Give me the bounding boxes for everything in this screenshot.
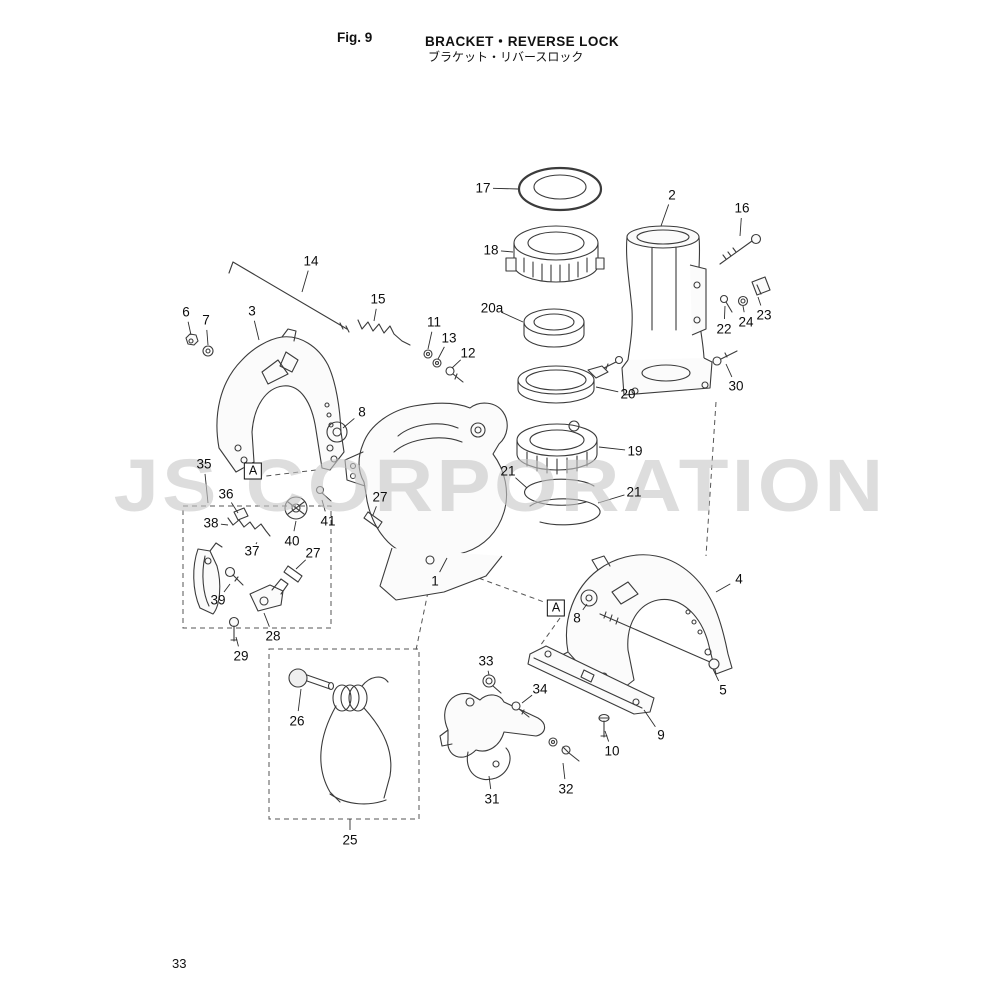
washer-part8-right [580, 589, 598, 607]
pin-part27-upper [363, 511, 383, 529]
lock-lever-part35 [193, 548, 221, 615]
bolt-part41 [315, 485, 332, 502]
clip-part23 [751, 276, 771, 296]
leader-lines [187, 187, 762, 830]
pin-part27-lower [283, 565, 303, 583]
swivel-housing-part1 [344, 402, 508, 601]
figure-title-english: BRACKET・REVERSE LOCK [425, 34, 620, 49]
reverse-lock-hook-part31 [439, 692, 546, 780]
tilt-rod-part14 [228, 261, 350, 333]
bolt-part30 [712, 350, 738, 366]
assembly-reference-lines [265, 401, 717, 651]
bolt-part5 [599, 611, 720, 670]
washer-part7 [202, 345, 214, 357]
tilt-spring-assembly-box [268, 648, 420, 820]
washer-part8-left [326, 421, 348, 443]
bolt-part39 [224, 566, 244, 586]
washer-part13 [432, 358, 442, 368]
spring-part25 [320, 676, 392, 805]
bolt-part29 [228, 616, 240, 642]
screw-part10 [598, 713, 610, 738]
washer-part24 [737, 295, 749, 307]
cap-part40 [284, 496, 308, 520]
reverse-lock-subassembly-box [182, 505, 332, 629]
screw-part32 [548, 737, 580, 762]
anchor-plate-part9 [527, 645, 655, 715]
screw-part22 [719, 294, 733, 313]
oring-part17 [517, 166, 603, 212]
screw-part12 [445, 366, 464, 383]
clamp-band-part20 [517, 355, 624, 404]
bushing-part20a [523, 308, 585, 348]
split-rings-part21 [524, 478, 601, 526]
lever-part28 [249, 578, 289, 612]
spring-part15 [357, 319, 411, 346]
bolt-part34 [511, 701, 530, 718]
figure-title-japanese: ブラケット・リバースロック [428, 50, 584, 64]
pin-part26 [288, 668, 335, 691]
spring-part33 [482, 674, 502, 694]
nut-part6 [185, 333, 199, 346]
mount-rubber-part18 [505, 225, 605, 283]
swivel-bracket-part3 [216, 328, 345, 473]
pin-part11 [423, 349, 433, 359]
mount-damper-part19 [516, 420, 598, 475]
spring-part38 [227, 517, 271, 537]
page-number: 33 [172, 956, 187, 971]
bracket-tube-part2 [621, 225, 713, 396]
figure-number: Fig. 9 [337, 30, 373, 45]
bolt-part16 [719, 233, 762, 265]
